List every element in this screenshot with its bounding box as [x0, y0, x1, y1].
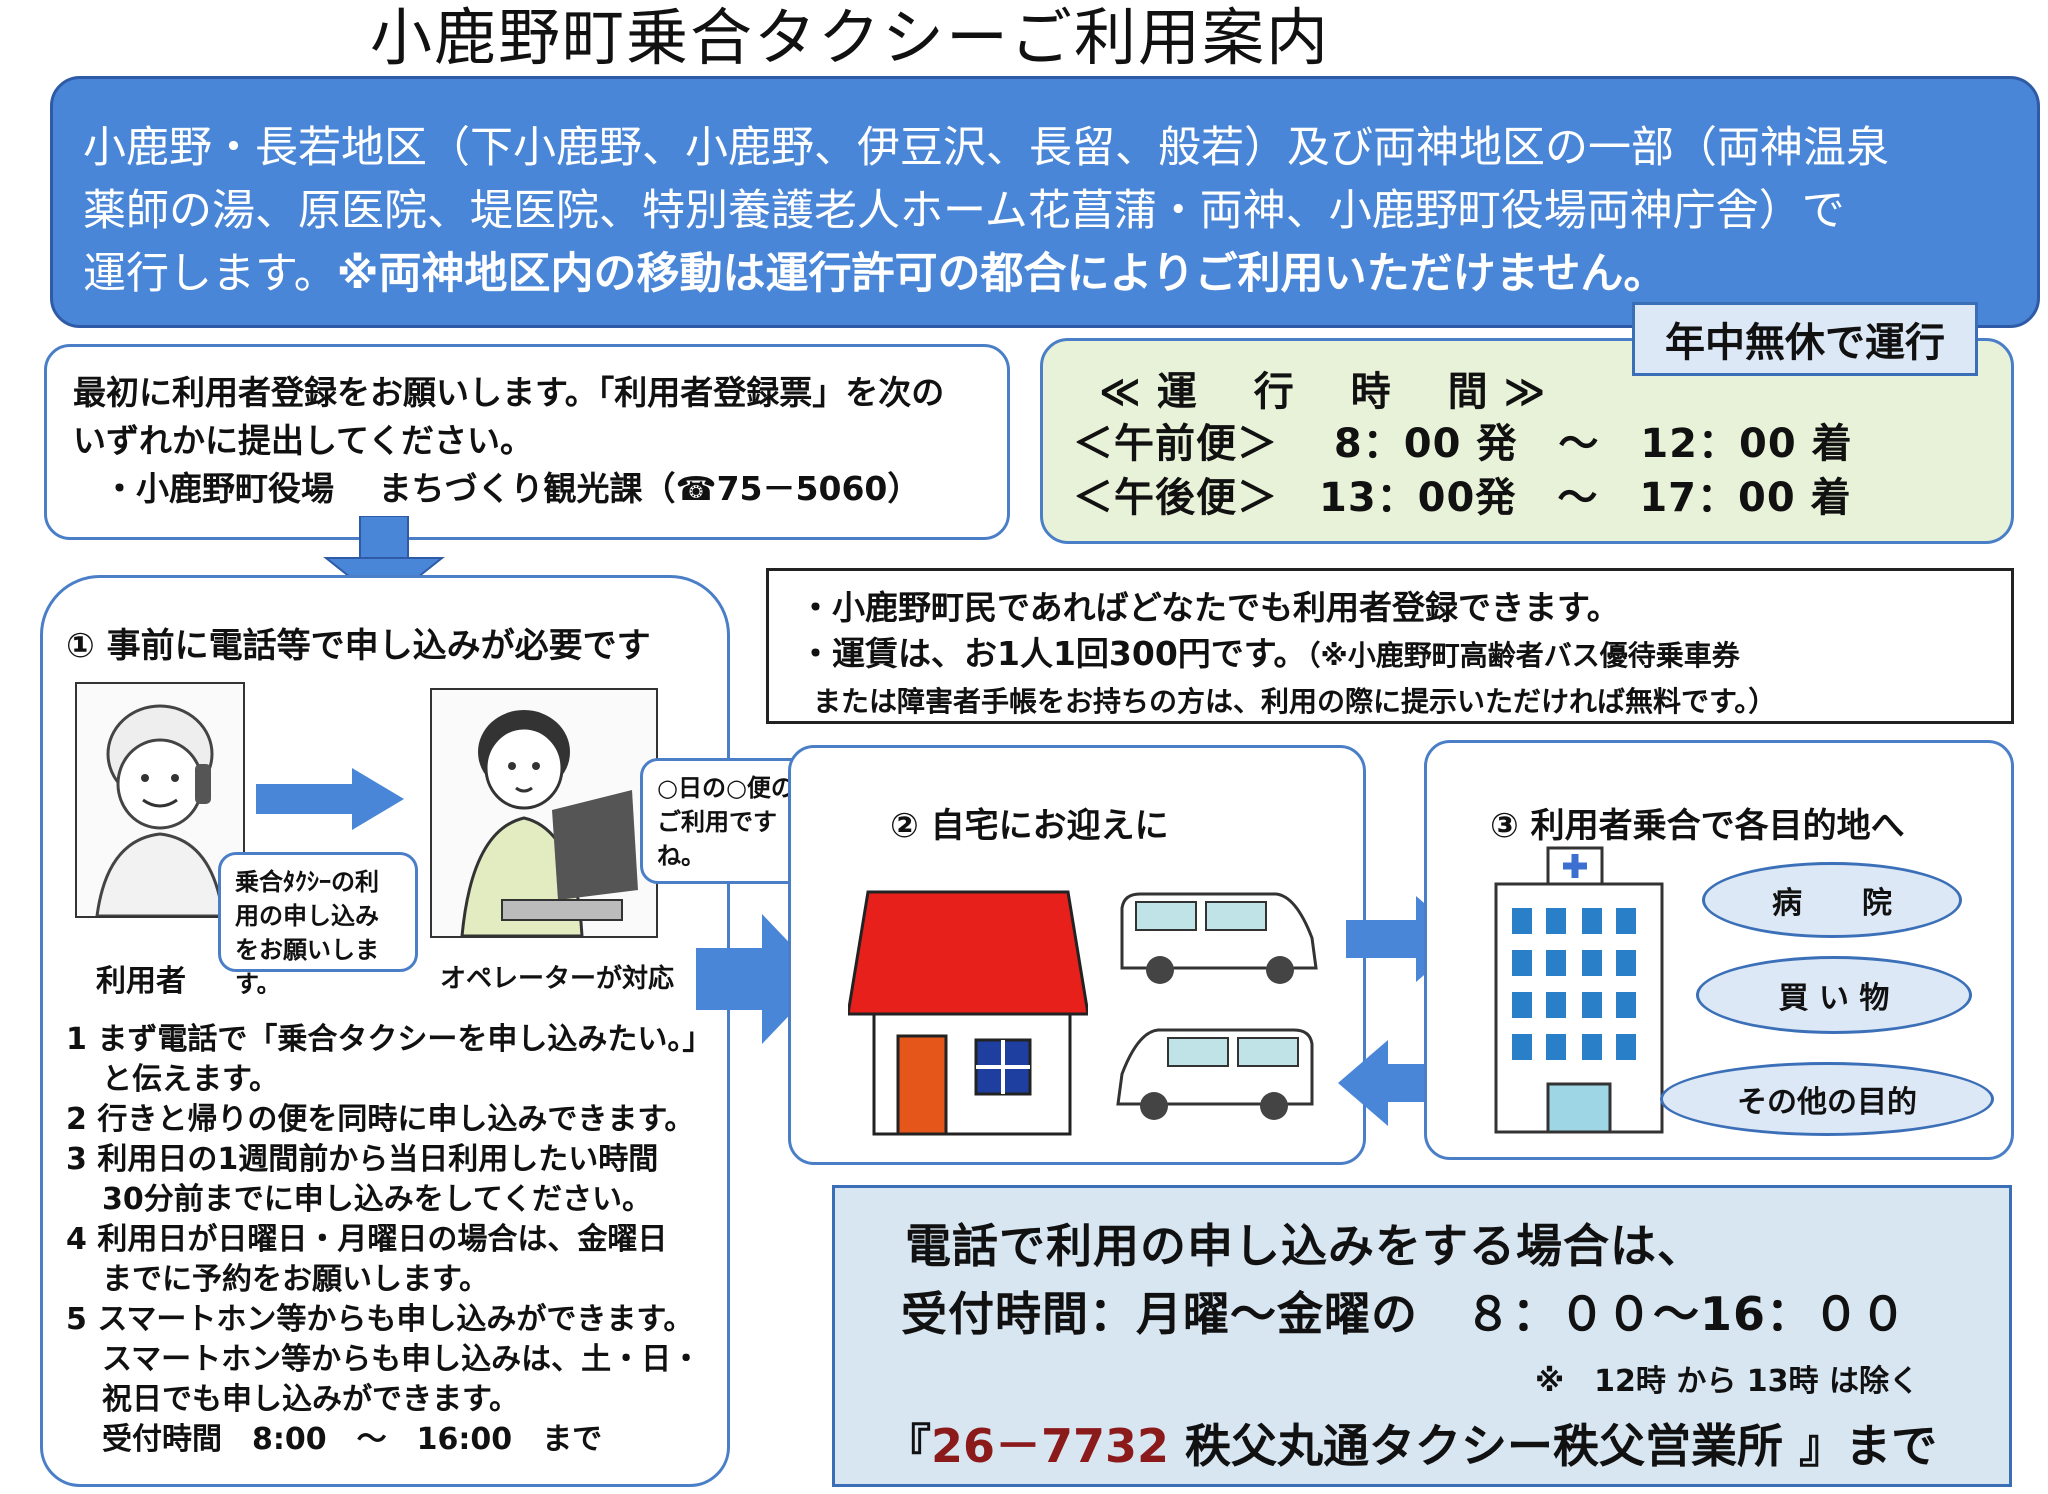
info-line-1: ・小鹿野町民であればどなたでも利用者登録できます。: [799, 588, 1620, 627]
van-icon: [1120, 892, 1318, 984]
hospital-icon: [1494, 846, 1664, 1134]
instruction-item-continued: までに予約をお願いします。: [102, 1262, 489, 1297]
instruction-item-continued: 30分前までに申し込みをしてください。: [102, 1182, 652, 1217]
phone-contact: 『26－7732 秩父丸通タクシー秩父営業所 』まで: [885, 1419, 1938, 1473]
user-illustration: [75, 682, 245, 918]
instruction-item-continued: 受付時間 8:00 ～ 16:00 まで: [102, 1422, 603, 1457]
registration-line-1: 最初に利用者登録をお願いします。「利用者登録票」を次の: [73, 373, 945, 412]
hours-am: ＜午前便＞ 8：00 発 ～ 12：00 着: [1073, 421, 1853, 467]
destination-other: その他の目的: [1660, 1062, 1994, 1136]
phone-reservation-box: 電話で利用の申し込みをする場合は、 受付時間：月曜～金曜の ８：００～16：００…: [832, 1185, 2012, 1487]
banner-line-1: 小鹿野・長若地区（下小鹿野、小鹿野、伊豆沢、長留、般若）及び両神地区の一部（両神…: [83, 123, 1889, 173]
user-speech-bubble: 乗合ﾀｸｼｰの利用の申し込みをお願いします。: [218, 852, 418, 998]
instruction-item: 1 まず電話で「乗合タクシーを申し込みたい。」: [66, 1022, 713, 1057]
instruction-item: 3 利用日の1週間前から当日利用したい時間: [66, 1142, 659, 1177]
destination-hospital: 病 院: [1702, 862, 1962, 938]
elderly-person-icon: [95, 704, 225, 918]
operator-headset-icon: [460, 710, 638, 938]
instruction-item-continued: 祝日でも申し込みができます。: [102, 1382, 519, 1417]
hours-heading: ≪ 運 行 時 間 ≫: [1099, 369, 1547, 415]
step-3-heading: ③ 利用者乗合で各目的地へ: [1490, 806, 1905, 846]
step-1-heading: ① 事前に電話等で申し込みが必要です: [66, 626, 651, 666]
registration-line-2: いずれかに提出してください。: [73, 421, 534, 460]
operator-label: オペレーターが対応: [440, 964, 675, 994]
service-area-banner: 小鹿野・長若地区（下小鹿野、小鹿野、伊豆沢、長留、般若）及び両神地区の一部（両神…: [50, 76, 2040, 328]
instruction-item: 5 スマートホン等からも申し込みができます。: [66, 1302, 694, 1337]
instruction-item-continued: と伝えます。: [102, 1062, 279, 1097]
phone-line-2: 受付時間：月曜～金曜の ８：００～16：００: [901, 1287, 1908, 1341]
instruction-item-continued: スマートホン等からも申し込みは、土・日・: [102, 1342, 702, 1377]
phone-note: ※ 12時 から 13時 は除く: [1535, 1364, 1919, 1399]
phone-line-1: 電話で利用の申し込みをする場合は、: [905, 1219, 1704, 1273]
info-line-3: または障害者手帳をお持ちの方は、利用の際に提示いただければ無料です。）: [813, 685, 1777, 718]
phone-number: 26－7732: [931, 1419, 1170, 1473]
operator-illustration: [430, 688, 658, 938]
right-arrow-icon: [256, 768, 404, 830]
registration-line-3: ・小鹿野町役場 まちづくり観光課（☎75－5060）: [103, 469, 921, 508]
hours-pm: ＜午後便＞ 13：00発 ～ 17：00 着: [1073, 475, 1852, 521]
fare-info-box: ・小鹿野町民であればどなたでも利用者登録できます。 ・運賃は、お1人1回300円…: [766, 568, 2014, 724]
registration-box: 最初に利用者登録をお願いします。「利用者登録票」を次の いずれかに提出してくださ…: [44, 344, 1010, 540]
info-line-2: ・運賃は、お1人1回300円です。（※小鹿野町高齢者バス優待乗車券: [799, 634, 1740, 673]
page-title: 小鹿野町乗合タクシーご利用案内: [370, 1, 1331, 74]
destination-shopping: 買 い 物: [1696, 956, 1972, 1034]
van-icon: [1116, 1028, 1314, 1120]
open-all-year-badge: 年中無休で運行: [1632, 302, 1978, 376]
instruction-item: 4 利用日が日曜日・月曜日の場合は、金曜日: [66, 1222, 668, 1257]
banner-line-2: 薬師の湯、原医院、堤医院、特別養護老人ホーム花菖蒲・両神、小鹿野町役場両神庁舎）…: [83, 186, 1845, 236]
step-2-heading: ② 自宅にお迎えに: [890, 806, 1169, 846]
user-label: 利用者: [96, 964, 186, 999]
instruction-item: 2 行きと帰りの便を同時に申し込みできます。: [66, 1102, 695, 1137]
house-icon: [848, 890, 1088, 1136]
step-1-instructions: 1 まず電話で「乗合タクシーを申し込みたい。」と伝えます。 2 行きと帰りの便を同…: [66, 1020, 726, 1460]
operating-hours-box: ≪ 運 行 時 間 ≫ ＜午前便＞ 8：00 発 ～ 12：00 着 ＜午後便＞…: [1040, 338, 2014, 544]
banner-line-3: 運行します。※両神地区内の移動は運行許可の都合によりご利用いただけません。: [83, 249, 1667, 299]
